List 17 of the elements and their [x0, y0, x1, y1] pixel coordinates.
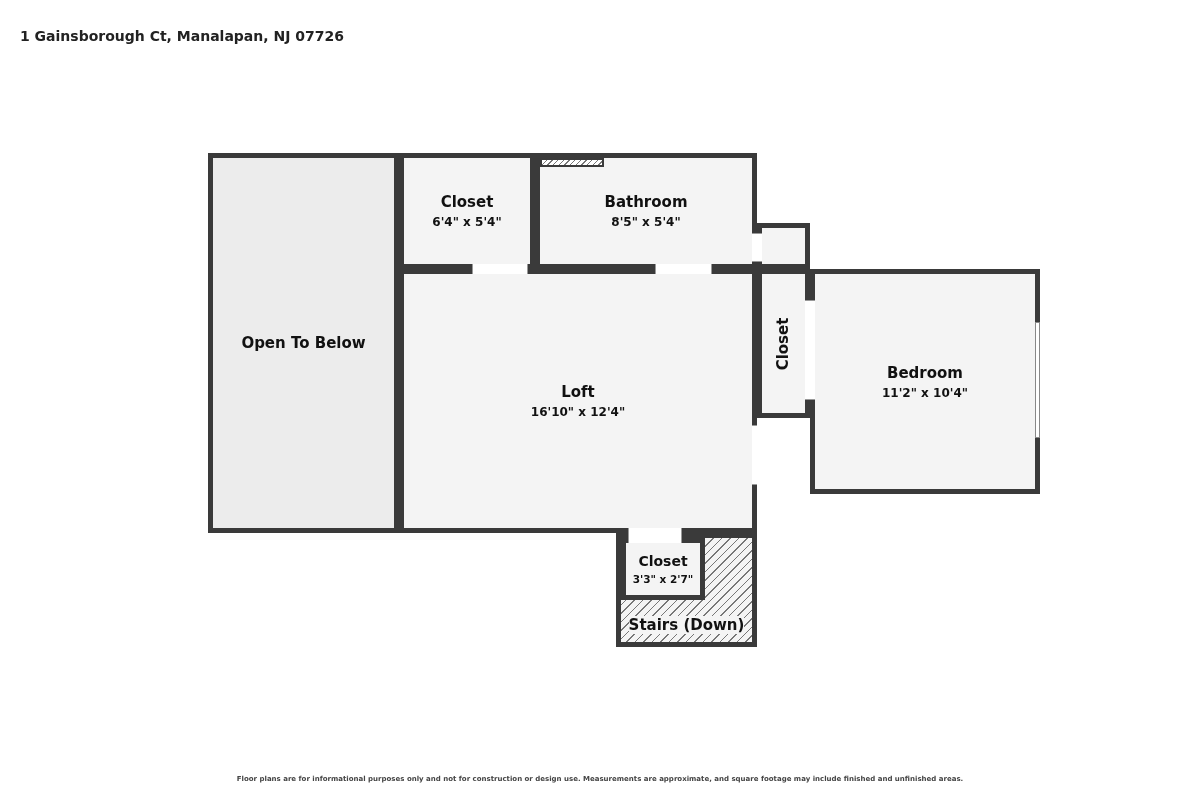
- room-dimensions: 11'2" x 10'4": [881, 385, 968, 400]
- room: [810, 269, 1040, 494]
- room-name: Closet: [774, 317, 793, 370]
- room-name: Closet: [440, 193, 494, 211]
- room-name: Open To Below: [241, 334, 366, 352]
- room-name: Bathroom: [604, 193, 688, 211]
- room-name: Stairs (Down): [628, 616, 745, 634]
- room-name: Closet: [638, 553, 688, 569]
- stair-area: [616, 533, 757, 647]
- room-dimensions: 16'10" x 12'4": [530, 405, 626, 419]
- room-dimensions: 6'4" x 5'4": [432, 215, 502, 229]
- room-name: Bedroom: [887, 363, 963, 382]
- room-dimensions: 8'5" x 5'4": [611, 215, 681, 229]
- address-title: 1 Gainsborough Ct, Manalapan, NJ 07726: [20, 28, 344, 44]
- room-dimensions: 3'3" x 2'7": [632, 573, 694, 585]
- room-name: Loft: [561, 383, 595, 401]
- room: [208, 153, 399, 533]
